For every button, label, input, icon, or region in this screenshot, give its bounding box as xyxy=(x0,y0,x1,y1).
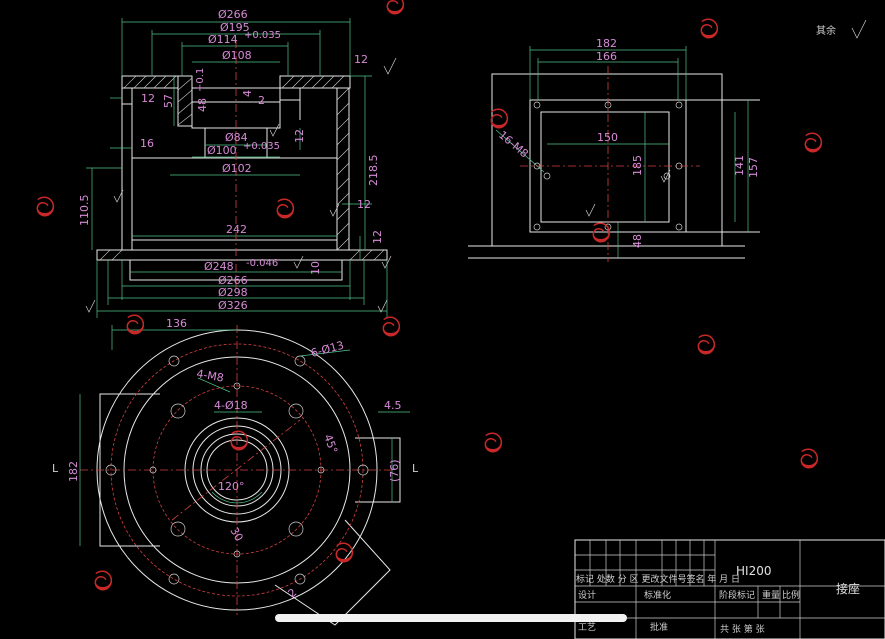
title-block: 标记 处数 分 区 更改文件号签名 年 月 日 设计 标准化 阶段标记 重量 比… xyxy=(574,539,885,639)
tb-sheets: 共 张 第 张 xyxy=(720,623,765,635)
dim-w182: 182 xyxy=(596,37,617,50)
dim-w16: 16 xyxy=(140,137,154,150)
watermark-icon: ට xyxy=(230,427,249,457)
tb-approve: 批准 xyxy=(650,621,668,633)
dim-holes-4: 4-Ø18 xyxy=(214,399,248,412)
dim-d108: Ø108 xyxy=(222,49,252,62)
dim-d84: Ø84 xyxy=(225,131,248,144)
dim-h185: 185 xyxy=(631,155,644,176)
dim-angle120: 120° xyxy=(218,480,245,493)
dim-t12-mid: 12 xyxy=(293,129,306,143)
tb-stage: 阶段标记 xyxy=(719,589,755,601)
surface-finish-note: 其余 xyxy=(816,19,867,39)
dim-d266-bot: Ø266 xyxy=(218,274,248,287)
dim-d248-tol: -0.046 xyxy=(246,258,278,269)
dim-h110: 110.5 xyxy=(78,195,91,227)
revision-header: 标记 处数 分 区 更改文件号签名 年 月 日 xyxy=(576,573,740,585)
dim-h48-tol: +0.1 xyxy=(195,68,206,92)
watermark-icon: ට xyxy=(484,429,503,459)
tb-process: 工艺 xyxy=(578,622,596,633)
dim-t45: 4.5 xyxy=(384,399,402,412)
watermark-icon: ට xyxy=(335,539,354,569)
horizontal-scrollbar[interactable] xyxy=(275,614,627,622)
watermark-icon: ට xyxy=(700,15,719,45)
dim-h182-bottom: 182 xyxy=(67,461,80,482)
bottom-outline xyxy=(96,329,401,626)
dim-w242: 242 xyxy=(226,223,247,236)
watermark-icon: ට xyxy=(697,331,716,361)
dim-t12-base: 12 xyxy=(371,230,384,244)
watermark-icon: ට xyxy=(804,129,823,159)
dim-h57: 57 xyxy=(162,94,175,108)
dim-d248: Ø248 xyxy=(204,260,234,273)
dim-h4: 4 xyxy=(241,90,254,97)
dim-t12-top: 12 xyxy=(354,53,368,66)
watermark-icon: ට xyxy=(490,105,509,135)
bottom-dim-lines xyxy=(79,325,410,546)
dim-d298: Ø298 xyxy=(218,286,248,299)
side-outline xyxy=(468,73,760,259)
section-mark-right: L xyxy=(412,462,419,475)
tb-model: HI200 xyxy=(736,564,771,578)
dim-w166: 166 xyxy=(596,50,617,63)
tb-part-name: 接座 xyxy=(836,581,860,596)
dim-r2: 2 xyxy=(286,586,300,600)
dim-angle45: 45° xyxy=(321,433,340,456)
dim-h141: 141 xyxy=(733,155,746,176)
watermark-icon: ට xyxy=(276,195,295,225)
tb-weight: 重量 xyxy=(762,589,780,601)
side-bolt-holes xyxy=(533,101,683,231)
watermark-icon: ට xyxy=(94,567,113,597)
dim-d114-tol: +0.035 xyxy=(244,30,281,41)
dim-d76: (76) xyxy=(388,459,401,482)
watermark-icon: ට xyxy=(592,219,611,249)
dim-h10: 10 xyxy=(309,261,322,275)
surface-note-text: 其余 xyxy=(816,24,836,37)
dim-holes-6: 6-Ø13 xyxy=(309,339,345,360)
tb-design: 设计 xyxy=(578,589,596,601)
dim-thread-4m8: 4-M8 xyxy=(195,367,224,385)
dim-r30: 30 xyxy=(227,525,245,544)
dim-h157: 157 xyxy=(747,157,760,178)
watermark-icon: ට xyxy=(382,313,401,343)
watermark-icon: ට xyxy=(126,311,145,341)
front-section-view: Ø266 Ø195 Ø114 +0.035 Ø108 Ø84 Ø100 +0.0… xyxy=(78,8,397,318)
dim-d100: Ø100 xyxy=(207,144,237,157)
hatch-lines xyxy=(99,75,385,261)
tb-standard: 标准化 xyxy=(644,589,671,601)
roughness-marks xyxy=(85,57,397,313)
bottom-view: 136 6-Ø13 4-M8 4-Ø18 4.5 45° 120° 182 (7… xyxy=(52,317,419,626)
front-dim-lines xyxy=(86,18,388,318)
side-dim-lines xyxy=(495,46,749,258)
watermark-layer: ට ට ට ට ට ට ට ට ට ට ට ට ට ට ට xyxy=(36,0,823,597)
watermark-icon: ට xyxy=(386,0,405,21)
dim-d100-tol: +0.035 xyxy=(243,141,280,152)
body-outline xyxy=(121,87,343,281)
dim-h48: 48 xyxy=(196,98,209,112)
dim-h218: 218.5 xyxy=(367,155,380,187)
section-mark-left: L xyxy=(52,462,59,475)
dim-d114: Ø114 xyxy=(208,33,238,46)
side-view: 182 166 150 185 141 157 48 16-M8 xyxy=(468,37,760,262)
side-roughness-marks xyxy=(585,169,671,217)
dim-w136: 136 xyxy=(166,317,187,330)
dim-h48-side: 48 xyxy=(631,234,644,248)
dim-t12-left: 12 xyxy=(141,92,155,105)
side-center-lines xyxy=(520,66,700,262)
dim-d326: Ø326 xyxy=(218,299,248,312)
dim-d195: Ø195 xyxy=(220,21,250,34)
dim-d266-top: Ø266 xyxy=(218,8,248,21)
dim-d102: Ø102 xyxy=(222,162,252,175)
tb-scale: 比例 xyxy=(782,589,800,601)
dim-h2: 2 xyxy=(258,94,265,107)
dim-w150: 150 xyxy=(597,131,618,144)
watermark-icon: ට xyxy=(36,193,55,223)
watermark-icon: ට xyxy=(800,445,819,475)
dim-t12-right: 12 xyxy=(357,198,371,211)
bottom-center-lines xyxy=(80,325,395,615)
roughness-symbol-icon xyxy=(851,19,867,39)
